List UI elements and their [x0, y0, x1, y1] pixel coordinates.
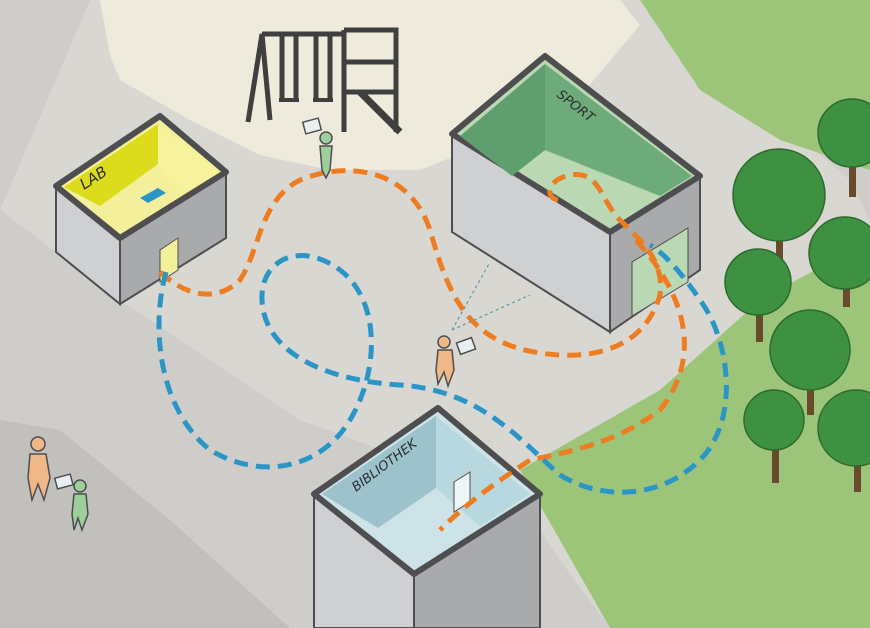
- grass-area: [520, 0, 870, 628]
- tablet-icon: [301, 117, 323, 135]
- person-pair-left: [27, 436, 89, 533]
- building-bibliothek[interactable]: BIBLIOTHEK: [311, 405, 543, 628]
- orange-path: [158, 168, 664, 358]
- tree-icon: [743, 389, 805, 483]
- sport-wall-green: [460, 64, 545, 176]
- tablet-icon: [53, 473, 74, 490]
- side-path: [0, 420, 290, 628]
- person-with-tablet-center: [435, 261, 531, 389]
- orange-path-segment: [438, 238, 687, 532]
- person-with-tablet-playground: [301, 117, 333, 180]
- tree-icon: [724, 248, 792, 342]
- bibliothek-wall-blue: [322, 416, 436, 528]
- signal-lines: [451, 261, 531, 331]
- tree-cluster: [724, 98, 870, 492]
- tree-icon: [808, 216, 870, 307]
- building-sport[interactable]: SPORT: [449, 53, 703, 334]
- tablet-icon: [455, 336, 477, 356]
- tree-icon: [817, 389, 870, 492]
- lab-wall-yellow: [64, 124, 158, 206]
- tree-icon: [732, 148, 826, 265]
- tree-icon: [769, 309, 851, 415]
- swing-set-icon: [245, 27, 403, 135]
- blue-path: [156, 242, 729, 495]
- tree-icon: [817, 98, 870, 197]
- building-lab[interactable]: LAB: [53, 113, 229, 307]
